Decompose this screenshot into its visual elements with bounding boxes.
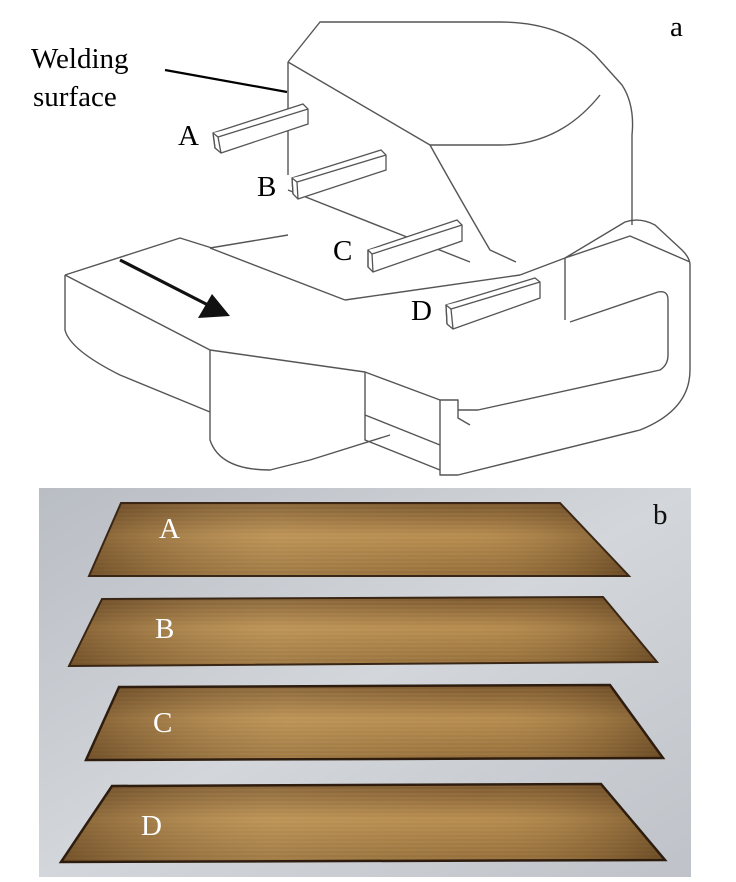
strip-label-b: B	[155, 613, 174, 645]
welding-surface-label-line1: Welding	[31, 43, 129, 75]
strip-a	[87, 502, 632, 577]
sample-bars	[212, 103, 541, 330]
strip-label-d: D	[141, 810, 162, 842]
panel-b-letter: b	[653, 499, 668, 531]
panel-b-photo: b A B C D	[39, 488, 691, 877]
welding-surface-leader-line	[164, 68, 288, 94]
panel-a-diagram: a Welding surface A B C D	[31, 11, 691, 476]
strip-label-a: A	[159, 513, 180, 545]
strip-d	[58, 782, 668, 864]
strip-c	[84, 683, 666, 762]
marker-b: B	[257, 171, 276, 203]
strip-label-c: C	[153, 707, 172, 739]
sample-bar-c	[367, 219, 463, 273]
sample-bar-a	[212, 103, 309, 154]
strip-b	[67, 595, 660, 668]
direction-arrow	[119, 258, 230, 318]
marker-d: D	[411, 295, 432, 327]
weld-block-drawing: a Welding surface A B C D	[31, 11, 691, 476]
sample-bar-d	[445, 277, 541, 330]
sample-bar-b	[291, 149, 387, 200]
strips-photo: b A B C D	[39, 488, 691, 877]
marker-a: A	[178, 120, 199, 152]
panel-a-letter: a	[670, 11, 683, 43]
welding-surface-label-line2: surface	[33, 81, 117, 113]
marker-c: C	[333, 235, 352, 267]
